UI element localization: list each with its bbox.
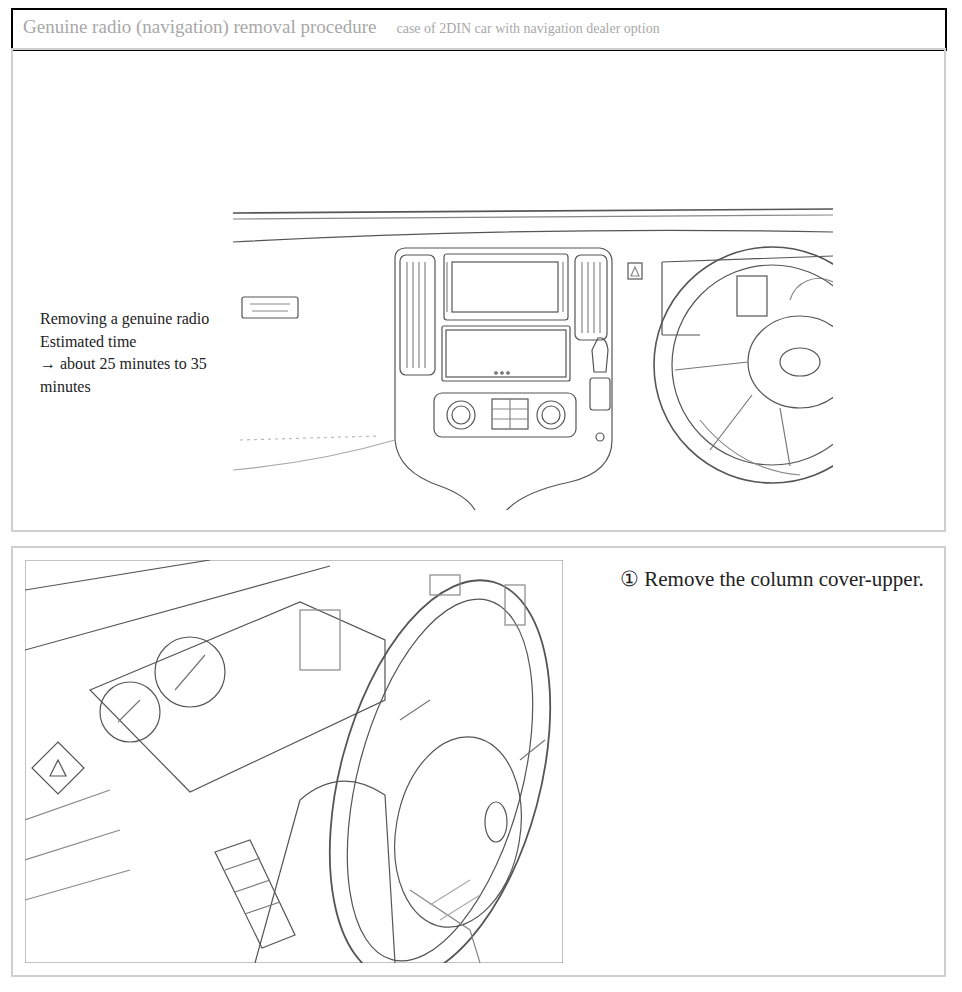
sketch-line	[25, 560, 210, 590]
sketch-line	[748, 316, 833, 408]
sketch-line	[590, 378, 610, 410]
sketch-line	[25, 790, 130, 900]
sketch-line	[400, 255, 435, 375]
sketch-line	[492, 399, 528, 429]
title-row: Genuine radio (navigation) removal proce…	[13, 10, 945, 43]
sketch-line	[233, 440, 395, 470]
sketch-line	[501, 372, 503, 374]
sketch-line	[628, 263, 642, 279]
sketch-line	[225, 858, 280, 914]
steering-sketch	[25, 560, 563, 963]
sketch-line	[505, 585, 525, 625]
sketch-line	[631, 267, 639, 276]
intro-text: Estimated time	[40, 331, 220, 354]
sketch-line	[737, 276, 767, 316]
sketch-line	[300, 610, 340, 670]
sketch-line	[242, 297, 298, 318]
sketch-line	[430, 880, 480, 920]
sketch-line	[592, 338, 608, 372]
dashboard-sketch	[233, 209, 833, 510]
sketch-line	[452, 262, 558, 312]
sketch-line	[32, 742, 84, 794]
sketch-line	[434, 393, 576, 437]
sketch-line	[50, 760, 66, 776]
sketch-line	[582, 262, 600, 333]
sketch-line	[542, 406, 560, 424]
sketch-line	[215, 840, 295, 948]
sketch-line	[233, 215, 833, 219]
sketch-line	[313, 579, 563, 963]
sketch-line	[672, 265, 833, 465]
sketch-line	[654, 247, 833, 483]
sketch-line	[380, 727, 535, 938]
sketch-line	[407, 262, 425, 368]
intro-panel: Removing a genuine radioEstimated time→ …	[11, 48, 946, 532]
sketch-line	[537, 401, 565, 429]
step-panel: ① Remove the column cover-upper.	[11, 546, 946, 977]
sketch-line	[118, 655, 205, 722]
sketch-line	[507, 372, 509, 374]
sketch-line	[233, 230, 833, 242]
title-box: Genuine radio (navigation) removal proce…	[11, 8, 947, 51]
sketch-line	[100, 682, 160, 742]
sketch-line	[25, 560, 563, 963]
text-column: ① Remove the column cover-upper.	[620, 563, 932, 597]
sketch-line	[255, 781, 395, 963]
text-column: Removing a genuine radioEstimated time→ …	[40, 308, 220, 399]
sketch-line	[700, 420, 800, 475]
sketch-line	[444, 254, 568, 320]
sketch-line	[575, 255, 607, 340]
sketch-line	[446, 330, 566, 377]
title-text: Genuine radio (navigation) removal proce…	[23, 16, 376, 39]
sketch-line	[596, 433, 604, 441]
sketch-line	[250, 304, 290, 311]
time-text: → about 25 minutes to 35 minutes	[40, 353, 220, 398]
sketch-line	[495, 372, 497, 374]
sketch-line	[492, 399, 528, 429]
sketch-line	[485, 802, 507, 842]
sketch-line	[447, 262, 563, 312]
sketch-line	[442, 326, 570, 381]
step-text: ① Remove the column cover-upper.	[620, 563, 932, 597]
sketch-line	[400, 700, 545, 760]
sketch-line	[290, 560, 563, 963]
sketch-line	[233, 209, 833, 213]
sketch-line	[780, 348, 820, 376]
sketch-line	[447, 401, 475, 429]
sketch-line	[395, 248, 612, 510]
sketch-line	[452, 406, 470, 424]
subtitle-text: case of 2DIN car with navigation dealer …	[396, 21, 659, 38]
sketch-line	[240, 436, 380, 440]
sketch-line	[430, 575, 460, 595]
intro-text: Removing a genuine radio	[40, 308, 220, 331]
